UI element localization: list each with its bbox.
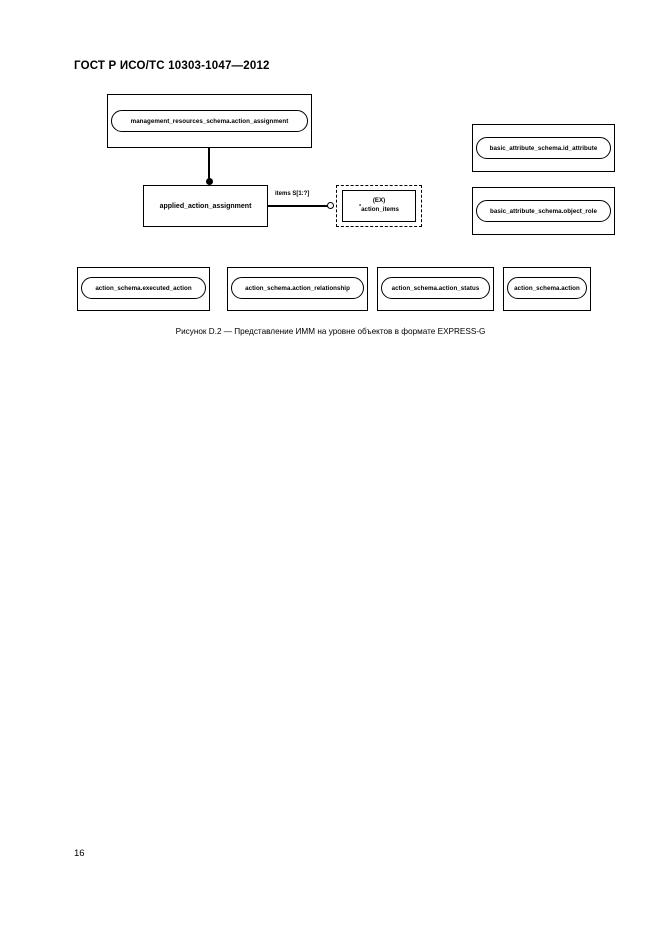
entity-action-schema-action-relationship: action_schema.action_relationship <box>231 277 364 299</box>
figure-caption: Рисунок D.2 — Представление ИММ на уровн… <box>175 327 486 336</box>
entity-management-resources-schema-action-assignment: management_resources_schema.action_assig… <box>111 110 308 132</box>
entity-action-schema-executed-action: action_schema.executed_action <box>81 277 206 299</box>
connector-vertical-action-assignment <box>208 148 210 183</box>
asterisk-icon: * <box>359 204 362 211</box>
entity-applied-action-assignment: applied_action_assignment <box>143 185 268 227</box>
document-header: ГОСТ Р ИСО/ТС 10303-1047—2012 <box>74 60 270 72</box>
interface-box-action-items: (EX) *action_items <box>336 185 422 227</box>
interface-entity-name: *action_items <box>359 205 399 213</box>
page-number: 16 <box>74 848 85 859</box>
interface-entity-name-text: action_items <box>361 206 399 214</box>
entity-basic-attribute-schema-object-role: basic_attribute_schema.object_role <box>476 200 611 222</box>
connector-optional-circle <box>327 202 334 209</box>
interface-inner-rect: (EX) *action_items <box>342 190 416 222</box>
connector-horizontal-items <box>268 205 328 207</box>
entity-action-schema-action: action_schema.action <box>507 277 587 299</box>
entity-action-schema-action-status: action_schema.action_status <box>381 277 490 299</box>
ex-tag-label: (EX) <box>372 197 386 205</box>
connector-label-items: items S[1:?] <box>275 191 310 197</box>
entity-basic-attribute-schema-id-attribute: basic_attribute_schema.id_attribute <box>476 137 611 159</box>
express-g-diagram: management_resources_schema.action_assig… <box>0 0 661 360</box>
connector-subtype-dot <box>205 178 213 185</box>
